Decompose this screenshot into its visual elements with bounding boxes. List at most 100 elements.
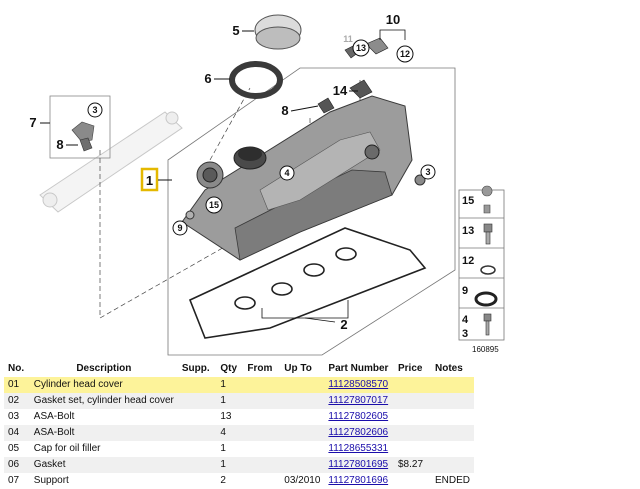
svg-text:2: 2 bbox=[340, 317, 347, 332]
row-description: Support bbox=[29, 473, 178, 489]
row-description: Gasket bbox=[29, 457, 178, 473]
row-description: ASA-Bolt bbox=[29, 425, 178, 441]
row-no: 04 bbox=[4, 425, 30, 441]
part-number-link[interactable]: 11127802605 bbox=[328, 411, 389, 422]
callout-13[interactable]: 13 bbox=[352, 39, 370, 57]
callout-11[interactable]: 11 bbox=[343, 34, 353, 44]
table-row[interactable]: 02 Gasket set, cylinder head cover 1 111… bbox=[4, 393, 474, 409]
svg-text:13: 13 bbox=[356, 43, 366, 53]
table-row[interactable]: 04 ASA-Bolt 4 11127802606 bbox=[4, 425, 474, 441]
legend-number-13: 13 bbox=[462, 225, 474, 237]
callout-6[interactable]: 6 bbox=[204, 71, 230, 86]
part-number-link[interactable]: 11128508570 bbox=[328, 379, 389, 390]
col-from: From bbox=[243, 360, 281, 377]
part-number-link[interactable]: 11128655331 bbox=[328, 443, 389, 454]
row-upto bbox=[280, 425, 325, 441]
row-supp bbox=[177, 393, 217, 409]
callout-9[interactable]: 9 bbox=[172, 220, 188, 236]
row-qty: 1 bbox=[216, 457, 244, 473]
row-upto bbox=[280, 441, 325, 457]
row-notes: ENDED bbox=[430, 473, 474, 489]
svg-text:10: 10 bbox=[386, 12, 400, 27]
row-qty: 1 bbox=[216, 377, 244, 393]
legend-number-15: 15 bbox=[462, 195, 474, 207]
row-price bbox=[394, 409, 431, 425]
svg-text:8: 8 bbox=[281, 103, 288, 118]
row-price bbox=[394, 441, 431, 457]
row-no: 07 bbox=[4, 473, 30, 489]
row-notes bbox=[430, 441, 474, 457]
callout-3[interactable]: 3 bbox=[420, 164, 436, 180]
table-row[interactable]: 07 Support 2 03/2010 11127801696 ENDED bbox=[4, 473, 474, 489]
legend-number-3: 3 bbox=[462, 328, 468, 340]
svg-text:11: 11 bbox=[343, 34, 353, 44]
oil-filler-cap-illustration bbox=[254, 14, 302, 50]
oil-cap-gasket-illustration bbox=[229, 61, 283, 99]
image-code: 160895 bbox=[472, 345, 499, 354]
row-upto bbox=[280, 377, 325, 393]
callout-2[interactable]: 2 bbox=[340, 317, 347, 332]
fuel-rail-illustration bbox=[39, 111, 183, 213]
row-no: 02 bbox=[4, 393, 30, 409]
callout-8-bracket[interactable]: 8 bbox=[56, 137, 78, 152]
row-no: 06 bbox=[4, 457, 30, 473]
table-header-row: No. Description Supp. Qty From Up To Par… bbox=[4, 360, 474, 377]
svg-text:4: 4 bbox=[284, 168, 289, 178]
row-from bbox=[243, 377, 281, 393]
table-row[interactable]: 06 Gasket 1 11127801695 $8.27 bbox=[4, 457, 474, 473]
svg-text:14: 14 bbox=[333, 83, 348, 98]
part-number-link[interactable]: 11127807017 bbox=[328, 395, 389, 406]
row-supp bbox=[177, 409, 217, 425]
col-supp: Supp. bbox=[177, 360, 217, 377]
callout-5[interactable]: 5 bbox=[232, 23, 254, 38]
row-from bbox=[243, 457, 281, 473]
svg-text:7: 7 bbox=[29, 115, 36, 130]
row-notes bbox=[430, 425, 474, 441]
part-number-link[interactable]: 11127801695 bbox=[328, 459, 389, 470]
svg-text:15: 15 bbox=[209, 200, 219, 210]
callout-8[interactable]: 8 bbox=[281, 103, 319, 118]
legend-number-4: 4 bbox=[462, 314, 469, 326]
row-description: Cap for oil filler bbox=[29, 441, 178, 457]
callout-14[interactable]: 14 bbox=[333, 83, 358, 98]
row-description: ASA-Bolt bbox=[29, 409, 178, 425]
gasket-set-illustration bbox=[188, 227, 427, 339]
callout-15[interactable]: 15 bbox=[205, 196, 223, 214]
row-upto bbox=[280, 409, 325, 425]
col-description: Description bbox=[29, 360, 178, 377]
row-upto bbox=[280, 457, 325, 473]
col-notes: Notes bbox=[430, 360, 474, 377]
legend-number-12: 12 bbox=[462, 255, 474, 267]
callout-1[interactable]: 1 bbox=[140, 167, 172, 192]
support-group-box bbox=[49, 95, 111, 159]
row-no: 05 bbox=[4, 441, 30, 457]
col-upto: Up To bbox=[280, 360, 325, 377]
row-no: 03 bbox=[4, 409, 30, 425]
svg-text:3: 3 bbox=[92, 105, 97, 115]
table-row[interactable]: 01 Cylinder head cover 1 11128508570 bbox=[4, 377, 474, 393]
assembly-frame bbox=[167, 67, 456, 356]
table-row[interactable]: 03 ASA-Bolt 13 11127802605 bbox=[4, 409, 474, 425]
callout-7[interactable]: 7 bbox=[29, 115, 36, 130]
col-no: No. bbox=[4, 360, 30, 377]
row-notes bbox=[430, 393, 474, 409]
col-qty: Qty bbox=[216, 360, 244, 377]
row-qty: 13 bbox=[216, 409, 244, 425]
table-row[interactable]: 05 Cap for oil filler 1 11128655331 bbox=[4, 441, 474, 457]
row-supp bbox=[177, 441, 217, 457]
row-qty: 1 bbox=[216, 441, 244, 457]
parts-diagram: 1 2 3 3 4 5 6 7 8 8 9 10 11 bbox=[29, 12, 505, 356]
callout-10[interactable]: 10 bbox=[386, 12, 400, 27]
svg-text:3: 3 bbox=[425, 167, 430, 177]
part-number-link[interactable]: 11127801696 bbox=[328, 475, 389, 486]
row-price bbox=[394, 393, 431, 409]
row-description: Cylinder head cover bbox=[29, 377, 178, 393]
row-description: Gasket set, cylinder head cover bbox=[29, 393, 178, 409]
row-supp bbox=[177, 425, 217, 441]
callout-3-bracket[interactable]: 3 bbox=[87, 102, 103, 118]
callout-12[interactable]: 12 bbox=[396, 45, 414, 63]
row-upto bbox=[280, 393, 325, 409]
callout-4[interactable]: 4 bbox=[279, 165, 295, 181]
part-number-link[interactable]: 11127802606 bbox=[328, 427, 389, 438]
row-notes bbox=[430, 409, 474, 425]
